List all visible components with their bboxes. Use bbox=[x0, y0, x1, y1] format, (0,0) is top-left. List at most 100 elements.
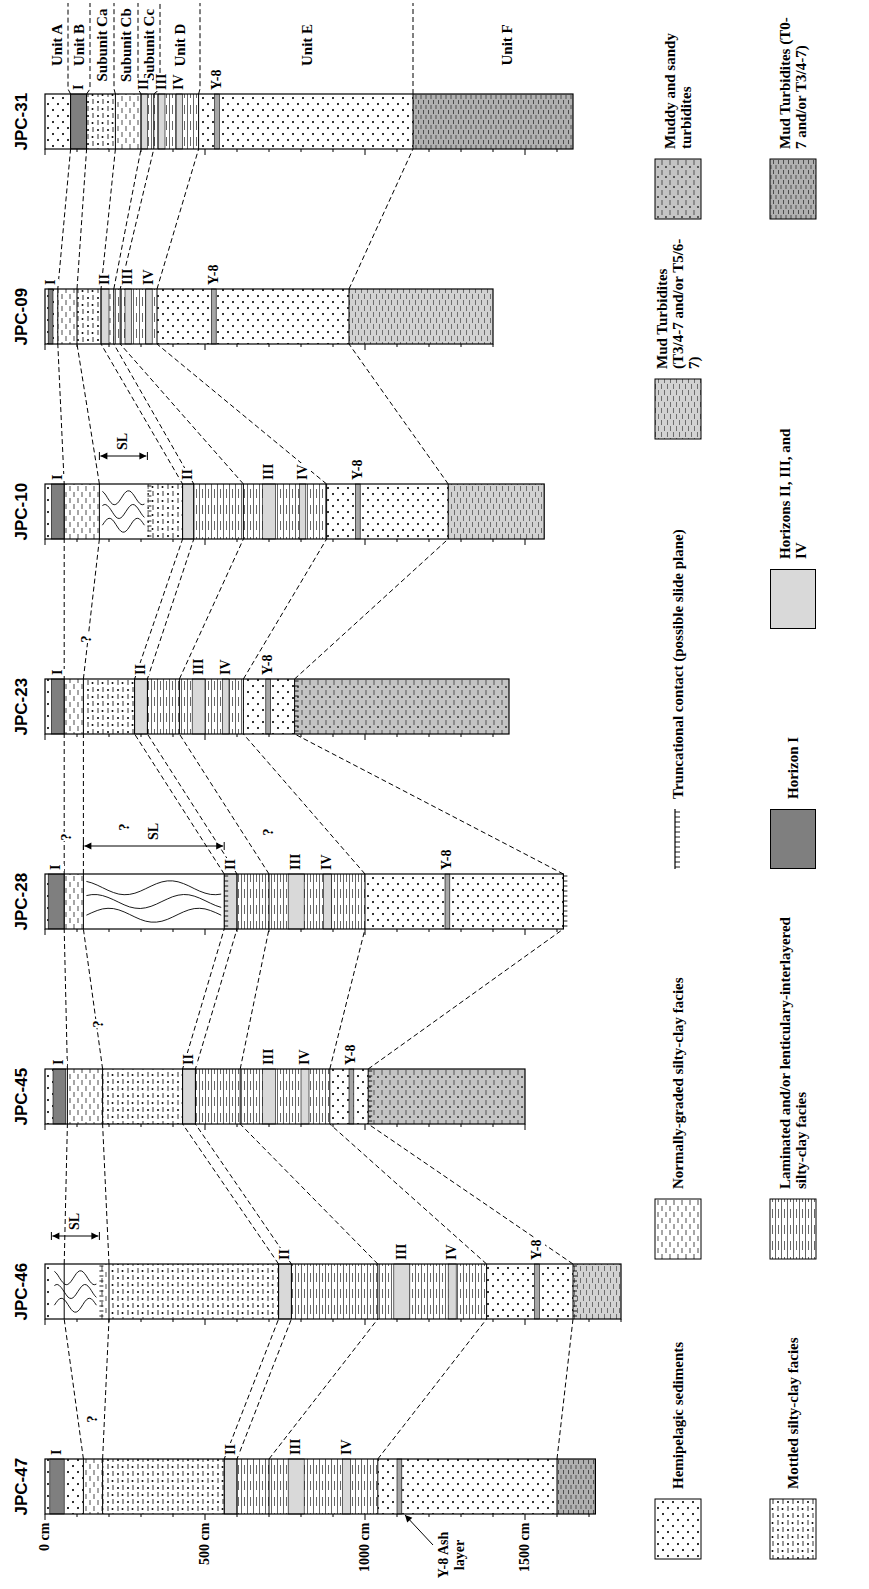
unit-line bbox=[64, 679, 65, 734]
truncation-tick bbox=[573, 1296, 577, 1297]
correlation-line bbox=[378, 1319, 487, 1459]
unit-line bbox=[83, 874, 84, 929]
core-facies bbox=[45, 1459, 83, 1514]
depth-tick bbox=[205, 734, 206, 740]
depth-tick bbox=[365, 1319, 366, 1325]
depth-tick bbox=[173, 1514, 174, 1517]
depth-tick bbox=[77, 344, 78, 347]
depth-tick bbox=[77, 539, 78, 542]
core-facies bbox=[45, 289, 58, 344]
truncation-tick bbox=[295, 721, 299, 722]
core-outline bbox=[45, 484, 544, 539]
horizon-band bbox=[279, 1264, 292, 1319]
ash-layer bbox=[355, 484, 360, 539]
arrow-head bbox=[100, 453, 107, 460]
correlation-line bbox=[157, 149, 199, 289]
core-facies bbox=[237, 1459, 269, 1514]
truncation-tick bbox=[368, 1116, 372, 1117]
correlation-line bbox=[183, 929, 225, 1069]
depth-tick bbox=[397, 1124, 398, 1127]
depth-tick bbox=[237, 344, 238, 347]
legend-swatch bbox=[770, 569, 816, 629]
depth-tick bbox=[269, 1124, 270, 1127]
ash-arrow bbox=[405, 1515, 433, 1545]
unit-line bbox=[147, 679, 148, 734]
depth-tick bbox=[109, 149, 110, 152]
depth-tick bbox=[397, 539, 398, 542]
truncation-tick bbox=[368, 1086, 372, 1087]
horizon-label: III bbox=[191, 658, 207, 676]
fold-line bbox=[54, 1285, 96, 1299]
depth-tick bbox=[493, 344, 494, 347]
core-facies bbox=[109, 1264, 279, 1319]
legend-swatch bbox=[675, 867, 680, 868]
unit-label: Subunit Cb bbox=[118, 8, 134, 82]
truncation-tick bbox=[295, 726, 299, 727]
depth-tick bbox=[365, 539, 366, 545]
correlation-line bbox=[195, 1124, 291, 1264]
turbidite-unit bbox=[573, 1264, 621, 1319]
truncation-tick bbox=[573, 1281, 577, 1282]
uncertain-mark: ? bbox=[117, 823, 133, 832]
horizon-band bbox=[263, 1069, 276, 1124]
depth-tick bbox=[461, 539, 462, 542]
legend-text: Laminated and/or lenticulary-interlayere… bbox=[777, 899, 809, 1189]
depth-tick bbox=[333, 734, 334, 737]
core-outline bbox=[45, 679, 509, 734]
legend-text: Hemipelagic sediments bbox=[670, 1289, 686, 1489]
horizon-band bbox=[224, 1459, 237, 1514]
depth-tick bbox=[461, 149, 462, 152]
truncation-tick bbox=[224, 896, 228, 897]
horizon-band bbox=[448, 1264, 456, 1319]
core-facies bbox=[224, 874, 237, 929]
horizon-band bbox=[323, 874, 331, 929]
truncation-tick bbox=[368, 1096, 372, 1097]
truncation-tick bbox=[147, 496, 151, 497]
depth-tick bbox=[493, 1514, 494, 1517]
horizon-band bbox=[288, 874, 304, 929]
ash-layer bbox=[349, 1069, 354, 1124]
core-facies bbox=[179, 679, 243, 734]
unit-line bbox=[157, 289, 158, 344]
depth-tick bbox=[109, 1514, 110, 1517]
horizon-label: III bbox=[120, 268, 136, 286]
core-facies bbox=[365, 874, 563, 929]
unit-line bbox=[57, 289, 58, 344]
fold-line bbox=[102, 491, 144, 505]
depth-tick bbox=[301, 929, 302, 932]
unit-boundary bbox=[87, 3, 90, 94]
correlation-line bbox=[183, 1124, 279, 1264]
core-facies bbox=[183, 1069, 196, 1124]
core-facies bbox=[240, 1069, 330, 1124]
truncation-tick bbox=[295, 716, 299, 717]
depth-tick bbox=[301, 344, 302, 347]
depth-tick bbox=[301, 1124, 302, 1127]
depth-tick bbox=[141, 1514, 142, 1517]
depth-tick bbox=[45, 149, 46, 155]
ash-note: Y-8 Ash layer bbox=[436, 1523, 468, 1587]
unit-label: Subunit Cc bbox=[141, 9, 157, 81]
truncation-tick bbox=[368, 1071, 372, 1072]
depth-tick bbox=[45, 1124, 46, 1130]
unit-line bbox=[557, 1459, 558, 1514]
correlation-line bbox=[240, 1124, 378, 1264]
truncation-tick bbox=[573, 1286, 577, 1287]
core-facies bbox=[487, 1264, 573, 1319]
depth-tick bbox=[237, 539, 238, 542]
core-name: JPC-28 bbox=[12, 873, 32, 931]
depth-tick bbox=[109, 1319, 110, 1322]
fold-line bbox=[102, 505, 144, 519]
depth-tick bbox=[141, 1124, 142, 1127]
correlation-line bbox=[330, 1124, 487, 1264]
unit-line bbox=[329, 1069, 330, 1124]
horizon-band bbox=[146, 289, 152, 344]
horizon-label: IV bbox=[141, 268, 157, 286]
horizon-label: SL bbox=[115, 432, 131, 451]
horizon-one-band bbox=[51, 484, 64, 539]
core-facies bbox=[120, 289, 157, 344]
truncation-tick bbox=[224, 901, 228, 902]
horizon-label: Y-8 bbox=[260, 654, 276, 677]
unit-boundary bbox=[199, 3, 200, 94]
depth-tick bbox=[45, 539, 46, 545]
